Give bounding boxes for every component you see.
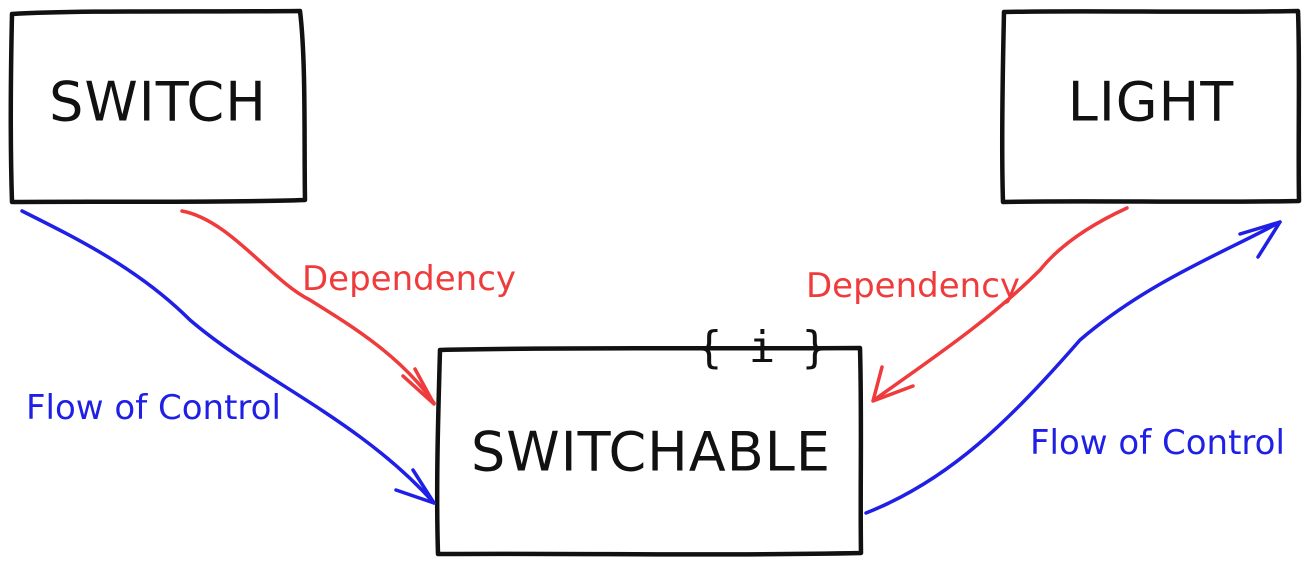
light-node: LIGHT xyxy=(999,8,1302,205)
switch-dependency-arrow-line xyxy=(180,209,436,405)
switch-dependency-label: Dependency xyxy=(302,259,516,299)
light-dependency-label: Dependency xyxy=(806,266,1020,306)
switchable-node-box xyxy=(434,345,864,557)
switch-node-label: SWITCH xyxy=(49,71,267,134)
switchable-node-label: SWITCHABLE xyxy=(471,421,831,484)
switch-dependency-edge: Dependency xyxy=(180,209,516,406)
light-dependency-arrowhead xyxy=(871,365,915,403)
light-dependency-arrow-line xyxy=(872,206,1129,402)
light-node-box xyxy=(999,8,1302,205)
switch-flow-edge: Flow of Control xyxy=(20,209,436,505)
light-flow-arrow-line xyxy=(864,220,1282,515)
switch-flow-arrowhead xyxy=(394,468,436,505)
light-flow-label: Flow of Control xyxy=(1030,423,1285,463)
switch-node: SWITCH xyxy=(8,8,308,205)
switch-flow-label: Flow of Control xyxy=(26,388,281,428)
light-flow-arrowhead xyxy=(1238,220,1282,259)
light-flow-edge: Flow of Control xyxy=(864,220,1285,515)
switch-dependency-arrowhead xyxy=(401,367,436,406)
light-dependency-edge: Dependency xyxy=(806,206,1129,403)
switchable-node: SWITCHABLE { i } xyxy=(434,322,864,557)
switch-flow-arrow-line xyxy=(20,209,436,505)
light-node-label: LIGHT xyxy=(1068,71,1234,134)
interface-marker: { i } xyxy=(696,322,828,373)
switch-node-box xyxy=(8,8,308,205)
